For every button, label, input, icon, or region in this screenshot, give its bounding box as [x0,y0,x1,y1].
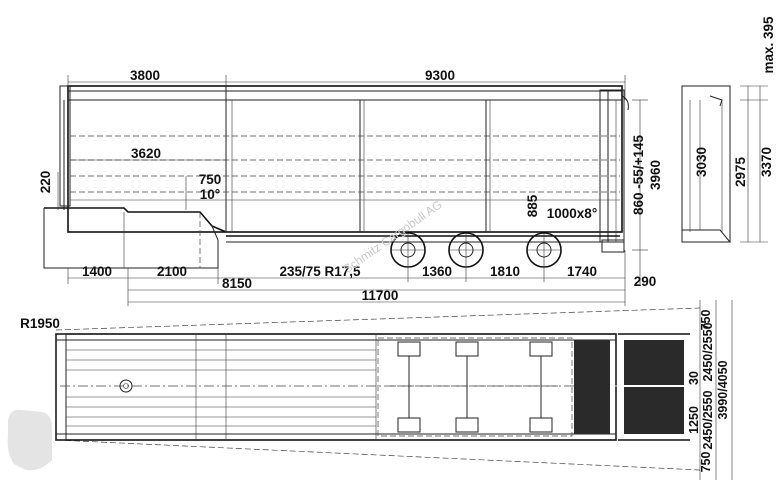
dim-rear-door: 1000x8° [547,206,597,221]
dim-len-main: 9300 [425,68,455,83]
dim-rear-floor: 885 [525,194,540,217]
dim-inner-height: 3030 [694,147,709,177]
floor-planks [66,349,376,427]
dim-side-height: 2975 [733,156,748,187]
dim-overhang-front: 1400 [82,264,112,279]
dim-rear-beyond: 290 [634,274,657,289]
dim-inner-front: 3620 [131,146,161,161]
dim-len-front: 3800 [130,68,160,83]
kingpin-symbol [119,379,133,393]
axle-assemblies [390,341,560,433]
dim-side-offset-bottom: 750 [699,452,713,473]
dim-gooseneck-height: 750 [199,172,222,187]
dim-turn-radius: R1950 [20,316,60,331]
wheel-axle-1 [390,232,426,268]
dim-rear-overhang: 1740 [567,264,597,279]
dim-total-length: 11700 [362,288,399,303]
dim-top-extra: max. 395 [761,16,776,74]
dim-outer-height: 3370 [759,147,774,177]
dim-width-outer: 3990/4050 [716,360,730,419]
dim-width-range: 2450/2550 [701,322,715,381]
dim-axle-1-2: 1360 [422,264,452,279]
rear-grille-left [574,340,610,434]
wheel-axle-2 [448,232,484,268]
watermark-logo [7,409,53,471]
dim-kingpin-axle: 8150 [222,276,252,291]
dim-axle-2-3: 1810 [490,264,520,279]
dim-side-offset-top: 750 [699,310,713,331]
dim-rear-height-range: 860 -55/+145 [631,135,646,215]
dim-center-offset: 30 [687,371,701,385]
dim-wheelbase-front: 2100 [157,264,187,279]
dim-gooseneck-angle: 10° [200,187,220,202]
end-view: max. 395 3030 2975 3370 [681,16,776,243]
dim-rear-gap: 1250 [687,406,701,434]
dim-width-inner: 2450/2550 [701,390,715,449]
wheel-axle-3 [526,232,562,268]
dim-height-front: 220 [38,171,53,194]
side-view: 3800 9300 3620 220 750 10° 1400 2100 815… [38,68,663,306]
top-view: R1950 750 30 2450/2550 1250 2450/2550 39… [20,300,733,480]
dim-rear-height: 3960 [648,160,663,190]
dim-tyre: 235/75 R17,5 [279,264,361,279]
